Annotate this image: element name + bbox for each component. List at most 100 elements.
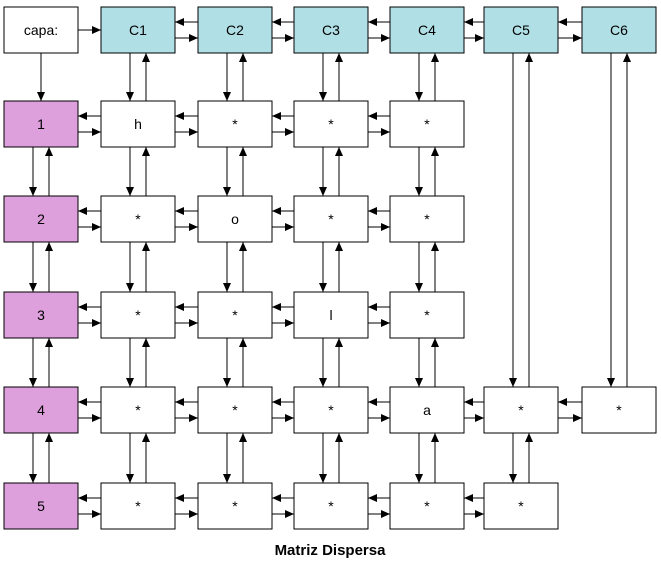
column-header-c2-box — [197, 6, 273, 54]
row-header-5-box — [3, 482, 79, 530]
cell-r4-c1-box — [100, 386, 176, 434]
cell-r4-c6: * — [581, 386, 657, 434]
cell-r4-c3: * — [293, 386, 369, 434]
head-node-label: capa: — [24, 22, 58, 38]
row-header-5-label: 5 — [37, 498, 45, 514]
cell-r1-c4-label: * — [424, 116, 430, 132]
cell-r5-c2-box — [197, 482, 273, 530]
cell-r1-c3: * — [293, 100, 369, 148]
cell-r3-c3: l — [293, 291, 369, 339]
cell-r2-c3: * — [293, 195, 369, 243]
cell-r2-c2: o — [197, 195, 273, 243]
cell-r4-c3-label: * — [328, 402, 334, 418]
row-header-2-label: 2 — [37, 211, 45, 227]
cell-r1-c3-label: * — [328, 116, 334, 132]
diagram-caption: Matriz Dispersa — [275, 542, 387, 559]
column-header-c2: C2 — [197, 6, 273, 54]
cell-r4-c6-box — [581, 386, 657, 434]
cell-r4-c6-label: * — [616, 402, 622, 418]
cell-r1-c1: h — [100, 100, 176, 148]
row-header-4-label: 4 — [37, 402, 45, 418]
row-header-5: 5 — [3, 482, 79, 530]
cell-r1-c1-box — [100, 100, 176, 148]
cell-r4-c4-box — [389, 386, 465, 434]
cell-r5-c5: * — [483, 482, 559, 530]
cell-r3-c4-box — [389, 291, 465, 339]
cell-r2-c2-label: o — [231, 211, 239, 227]
cell-r3-c1: * — [100, 291, 176, 339]
cell-r3-c2-box — [197, 291, 273, 339]
cell-r1-c3-box — [293, 100, 369, 148]
column-header-c3-label: C3 — [322, 22, 340, 38]
cell-r3-c1-label: * — [135, 307, 141, 323]
column-header-c6-box — [581, 6, 657, 54]
cell-r5-c1-box — [100, 482, 176, 530]
row-header-3: 3 — [3, 291, 79, 339]
column-header-c5-box — [483, 6, 559, 54]
row-header-4-box — [3, 386, 79, 434]
cell-r2-c4-label: * — [424, 211, 430, 227]
cell-r2-c2-box — [197, 195, 273, 243]
cell-r3-c3-label: l — [329, 307, 332, 323]
cell-r5-c1: * — [100, 482, 176, 530]
cell-r5-c4-box — [389, 482, 465, 530]
cell-r1-c2: * — [197, 100, 273, 148]
row-header-2: 2 — [3, 195, 79, 243]
column-header-c1-label: C1 — [129, 22, 147, 38]
column-header-c2-label: C2 — [226, 22, 244, 38]
row-header-1-label: 1 — [37, 116, 45, 132]
column-header-c1: C1 — [100, 6, 176, 54]
cell-r5-c1-label: * — [135, 498, 141, 514]
cell-r4-c4: a — [389, 386, 465, 434]
cell-r5-c3-box — [293, 482, 369, 530]
cell-r4-c2-box — [197, 386, 273, 434]
cell-r1-c1-label: h — [134, 116, 142, 132]
head-node: capa: — [3, 6, 79, 54]
cell-r5-c3-label: * — [328, 498, 334, 514]
cell-r5-c5-label: * — [518, 498, 524, 514]
cell-r5-c4: * — [389, 482, 465, 530]
cell-r4-c3-box — [293, 386, 369, 434]
cell-r4-c1-label: * — [135, 402, 141, 418]
cell-r3-c4: * — [389, 291, 465, 339]
cell-r4-c1: * — [100, 386, 176, 434]
cell-r4-c2: * — [197, 386, 273, 434]
cell-r2-c1-label: * — [135, 211, 141, 227]
cell-r4-c5-label: * — [518, 402, 524, 418]
cell-r1-c4-box — [389, 100, 465, 148]
cell-r2-c3-box — [293, 195, 369, 243]
cell-r3-c2: * — [197, 291, 273, 339]
cell-r4-c5-box — [483, 386, 559, 434]
column-header-c1-box — [100, 6, 176, 54]
cell-r2-c4: * — [389, 195, 465, 243]
cell-r5-c4-label: * — [424, 498, 430, 514]
cell-r4-c2-label: * — [232, 402, 238, 418]
column-header-c6-label: C6 — [610, 22, 628, 38]
cell-r2-c1-box — [100, 195, 176, 243]
column-header-c3: C3 — [293, 6, 369, 54]
cell-r4-c5: * — [483, 386, 559, 434]
row-header-4: 4 — [3, 386, 79, 434]
column-header-c5-label: C5 — [512, 22, 530, 38]
cell-r2-c4-box — [389, 195, 465, 243]
row-header-2-box — [3, 195, 79, 243]
head-node-box — [3, 6, 79, 54]
column-header-c4: C4 — [389, 6, 465, 54]
cell-r2-c1: * — [100, 195, 176, 243]
cell-r1-c4: * — [389, 100, 465, 148]
cell-r3-c2-label: * — [232, 307, 238, 323]
column-header-c6: C6 — [581, 6, 657, 54]
cell-r3-c3-box — [293, 291, 369, 339]
row-header-3-box — [3, 291, 79, 339]
column-header-c4-label: C4 — [418, 22, 436, 38]
cell-r5-c2-label: * — [232, 498, 238, 514]
column-header-c3-box — [293, 6, 369, 54]
cell-r3-c1-box — [100, 291, 176, 339]
column-header-c5: C5 — [483, 6, 559, 54]
cell-r5-c3: * — [293, 482, 369, 530]
row-header-1: 1 — [3, 100, 79, 148]
cell-r3-c4-label: * — [424, 307, 430, 323]
cell-r1-c2-box — [197, 100, 273, 148]
cell-r4-c4-label: a — [423, 402, 431, 418]
